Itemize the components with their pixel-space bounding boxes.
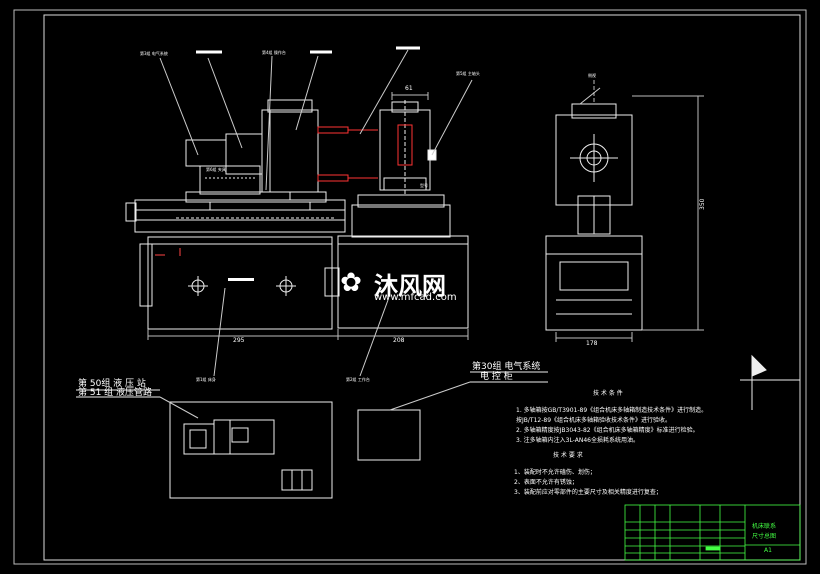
tech-requirement-line: 1、装配时不允许磕伤、划伤； <box>514 469 596 476</box>
bed <box>147 236 333 330</box>
front-view <box>125 46 473 377</box>
dimension-350: 350 <box>699 198 706 210</box>
panel-label: 型号 <box>420 183 428 188</box>
dimension-61: 61 <box>405 85 413 92</box>
north-arrow <box>740 354 800 410</box>
tech-condition-line: 2. 多轴箱精度按JB3043-82《组合机床多轴箱精度》标准进行检验。 <box>516 427 699 434</box>
tech-condition-line: 按JB/T12-89《组合机床多轴箱验收技术条件》进行验收。 <box>516 417 672 424</box>
callout-label-side: 侧视 <box>588 73 596 78</box>
electrical-title-1: 第30组 电气系统 <box>472 362 541 372</box>
inner-border <box>43 14 801 561</box>
tech-conditions-title: 技 术 条 件 <box>593 390 623 397</box>
outer-border <box>13 9 807 565</box>
watermark-url: www.mfcad.com <box>374 292 457 303</box>
tech-requirement-line: 2、表面不允许有锈蚀； <box>514 479 578 486</box>
spindle-lower <box>317 174 349 182</box>
title-block-name-2: 尺寸总图 <box>752 533 777 540</box>
hydraulic-motor <box>213 419 275 455</box>
callout-label-1: 第3组 电气系统 <box>140 51 168 56</box>
tech-condition-line: 1. 多轴箱按GB/T3901-89《组合机床多轴箱制造技术条件》进行制造。 <box>516 407 708 414</box>
bed-nameplate <box>228 278 254 281</box>
dimension-208: 208 <box>393 337 405 344</box>
watermark-logo-icon: ✿ <box>340 268 362 298</box>
callout-label-3: 第5组 主轴头 <box>456 71 480 76</box>
electrical-cabinet <box>357 371 548 461</box>
spindle-upper <box>317 126 349 134</box>
watermark-brand: 沐风网 <box>374 272 446 300</box>
title-block-sheet: A1 <box>764 547 772 554</box>
tech-requirements-title: 技 术 要 求 <box>553 452 583 459</box>
dimension-295: 295 <box>233 337 245 344</box>
right-base <box>337 235 469 329</box>
title-block-grid <box>624 504 801 561</box>
callout-label-table: 第2组 工作台 <box>346 377 370 382</box>
side-view <box>545 80 704 342</box>
callout-label-4: 第6组 夹具 <box>206 167 226 172</box>
callout-label-2: 第4组 操作台 <box>262 50 286 55</box>
motor-block <box>185 139 227 167</box>
slide-table <box>134 199 346 233</box>
title-block-name-1: 机床联系 <box>752 523 777 530</box>
hydraulic-title-1: 第 50组 液 压 站 <box>78 379 146 389</box>
tech-requirement-line: 3、装配前应对零部件的主要尺寸及相关精度进行复查； <box>514 489 662 496</box>
hydraulic-station <box>76 389 333 499</box>
hydraulic-title-2: 第 51 组 液压管路 <box>78 388 153 398</box>
tech-condition-line: 3. 注多轴箱内注入3L-AN46全损耗系统用油。 <box>516 437 639 444</box>
electrical-title-2: 电 控 柜 <box>480 372 513 382</box>
dimension-178: 178 <box>586 340 598 347</box>
callout-label-bed: 第1组 床身 <box>196 377 216 382</box>
